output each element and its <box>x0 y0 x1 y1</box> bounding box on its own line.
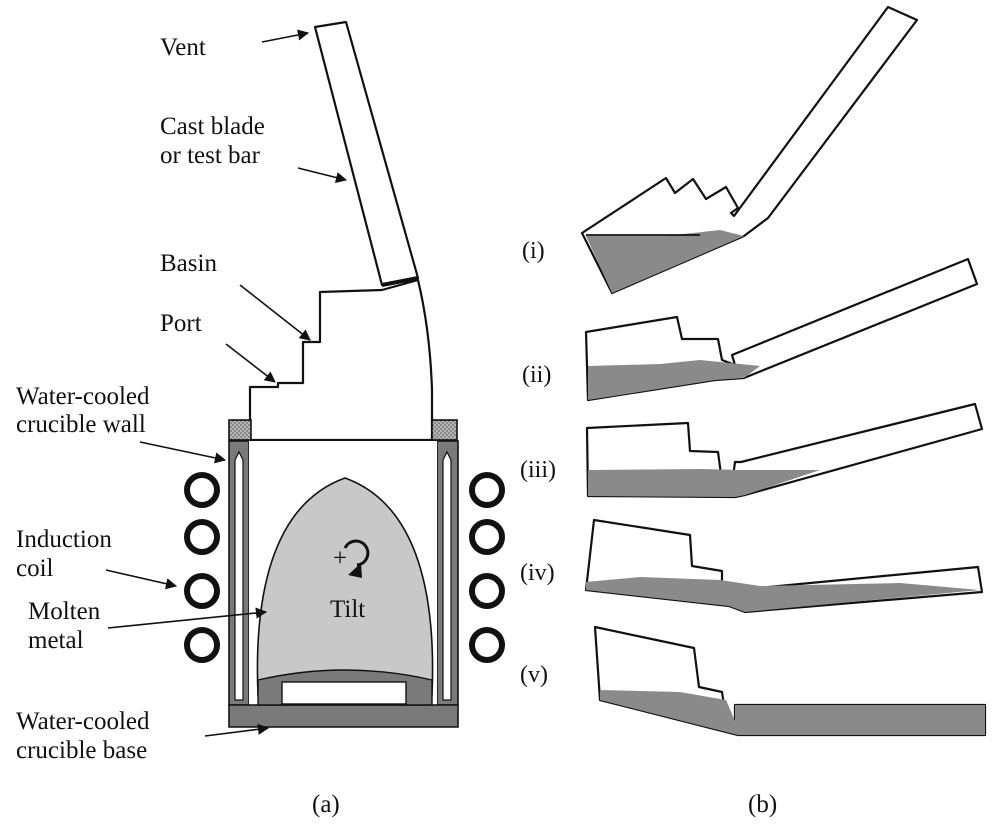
arrow-port <box>225 343 276 383</box>
induction-coil-ring <box>469 573 505 609</box>
panel-label-a: (a) <box>312 791 340 818</box>
label-induction-2: coil <box>16 555 54 582</box>
label-port: Port <box>160 310 202 337</box>
stage-label-iii: (iii) <box>520 457 556 483</box>
stage-label-v: (v) <box>520 662 548 688</box>
induction-coil-ring <box>184 573 220 609</box>
crucible-rim-right <box>431 419 458 441</box>
induction-coil-ring <box>469 472 505 508</box>
arrow-basin <box>239 284 311 341</box>
stage-v-mould <box>593 625 987 737</box>
panel-a-diagram: + Tilt Vent Cast blade or test bar Basin… <box>16 20 505 818</box>
arrow-crucible-wall <box>139 441 227 464</box>
induction-coil-ring <box>469 627 505 663</box>
crucible-wall-right-channel <box>442 450 452 701</box>
label-vent: Vent <box>160 34 206 61</box>
label-crucible-wall-2: crucible wall <box>16 411 146 438</box>
stage-label-iv: (iv) <box>520 560 555 586</box>
base-insert <box>281 681 407 705</box>
arrow-molten <box>107 607 268 629</box>
label-molten-1: Molten <box>28 598 101 625</box>
mould-body <box>248 278 434 442</box>
induction-coil-ring <box>469 519 505 555</box>
cast-blade-tube <box>313 20 420 287</box>
label-basin: Basin <box>160 250 217 277</box>
stage-iii-mould <box>585 402 984 499</box>
crucible-wall-left-channel <box>234 450 244 701</box>
label-molten-2: metal <box>28 627 84 654</box>
induction-coil-ring <box>184 472 220 508</box>
stage-iv-mould <box>584 518 984 614</box>
stage-ii-mould <box>584 257 979 402</box>
label-crucible-base-1: Water-cooled <box>16 708 150 735</box>
stage-label-i: (i) <box>522 238 545 264</box>
stage-i-mould <box>580 5 919 295</box>
tilt-rotation-icon: + <box>333 539 370 578</box>
induction-coil-ring <box>184 519 220 555</box>
arrow-vent <box>261 29 310 43</box>
label-cast-blade-2: or test bar <box>160 142 261 169</box>
label-crucible-wall-1: Water-cooled <box>16 383 150 410</box>
crucible-rim-left <box>228 419 252 441</box>
crucible-base <box>228 704 459 728</box>
panel-label-b: (b) <box>748 791 777 818</box>
panel-b-diagram: (i) (ii) (iii) (iv) (v) (b) <box>520 5 987 818</box>
arrow-cast-blade <box>297 167 348 183</box>
label-cast-blade-1: Cast blade <box>160 113 265 140</box>
label-crucible-base-2: crucible base <box>16 737 147 764</box>
tilt-label: Tilt <box>330 596 365 623</box>
label-induction-1: Induction <box>16 526 112 553</box>
stage-label-ii: (ii) <box>522 362 551 388</box>
arrow-crucible-base <box>204 723 270 737</box>
tilt-sign: + <box>333 545 347 572</box>
blade-basin-joint <box>381 276 419 287</box>
induction-coil-ring <box>184 627 220 663</box>
molten-metal-dome <box>256 477 434 696</box>
arrow-induction <box>105 569 178 590</box>
